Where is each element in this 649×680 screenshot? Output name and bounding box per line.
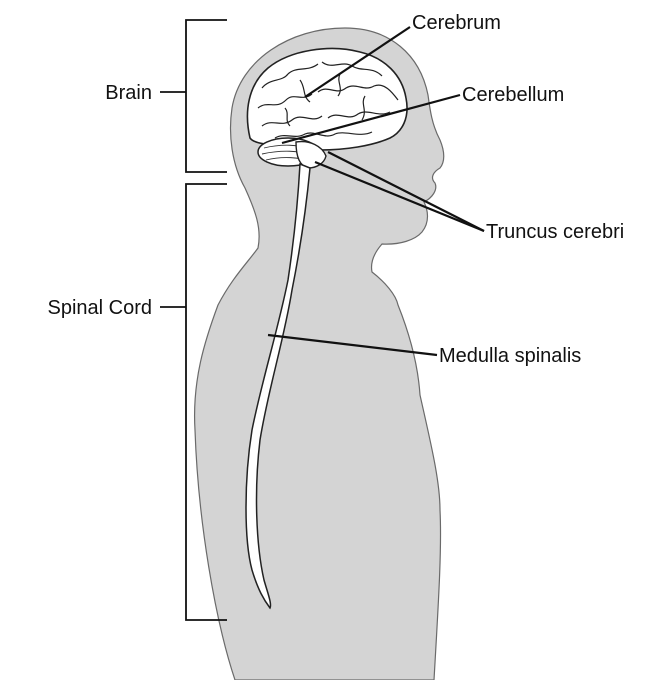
label-cerebellum: Cerebellum — [462, 84, 564, 106]
label-cerebrum: Cerebrum — [412, 12, 501, 34]
label-spinal-cord: Spinal Cord — [47, 297, 152, 319]
label-truncus-cerebri: Truncus cerebri — [486, 221, 624, 243]
brain-bracket — [160, 20, 227, 172]
label-medulla-spinalis: Medulla spinalis — [439, 345, 581, 367]
label-brain: Brain — [105, 82, 152, 104]
